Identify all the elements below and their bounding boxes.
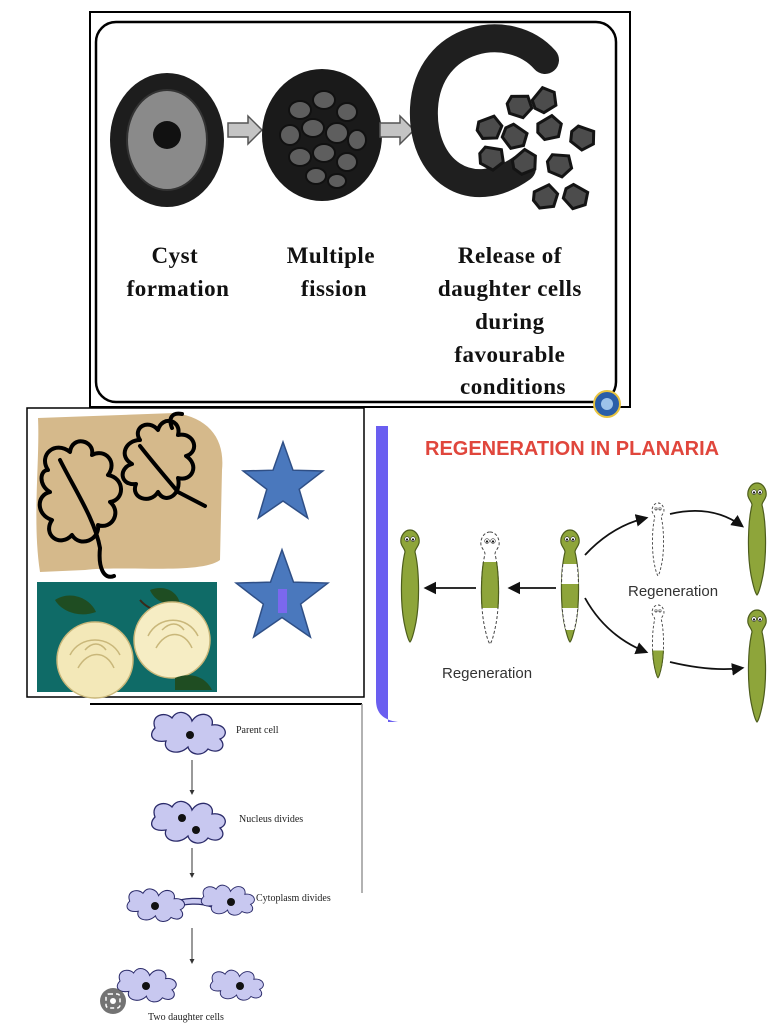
nucleus xyxy=(153,121,181,149)
planaria-head-fragment xyxy=(651,502,665,577)
publisher-logo-icon xyxy=(593,390,621,418)
planaria-regenerated xyxy=(747,482,767,596)
regeneration-label: Regeneration xyxy=(442,665,532,682)
ruptured-cyst-wall xyxy=(409,24,559,198)
process-arrow xyxy=(669,661,745,676)
stage-label-cyst-formation: Cyst formation xyxy=(127,243,230,301)
multiple-fission-illustration xyxy=(262,69,382,201)
release-illustration xyxy=(409,24,601,215)
encystment-panel: Cyst formation Multiple fission Release … xyxy=(89,11,631,418)
amoeba-cell xyxy=(150,800,226,844)
planaria-tail-fragment xyxy=(651,604,665,679)
process-arrow xyxy=(669,509,745,528)
rose-flower xyxy=(133,601,211,679)
clipart-panel xyxy=(26,407,365,699)
nuclei xyxy=(142,731,244,990)
cyst-illustration xyxy=(110,73,224,207)
planaria-panel: REGENERATION IN PLANARIA xyxy=(376,426,767,723)
planaria-cut xyxy=(560,529,580,643)
regeneration-label: Regeneration xyxy=(628,583,718,600)
planaria-middle-fragment xyxy=(480,531,500,645)
stage-arrow xyxy=(379,114,416,146)
panel-inner-frame xyxy=(94,20,618,404)
accent-bar xyxy=(376,426,398,722)
visual-search-icon[interactable] xyxy=(100,988,126,1014)
stage-label-multiple-fission: Multiple fission xyxy=(287,243,382,301)
amoeba-panel: Parent cell Nucleus divides Cytoplasm di… xyxy=(90,703,363,1023)
process-arrow xyxy=(584,514,649,556)
rose-flower xyxy=(56,621,134,699)
planaria-title: REGENERATION IN PLANARIA xyxy=(425,438,719,460)
amoeba-stage-label: Two daughter cells xyxy=(148,1012,224,1023)
amoeba-stage-label: Parent cell xyxy=(236,725,279,736)
planaria-regenerated xyxy=(747,609,767,723)
amoeba-stage-label: Nucleus divides xyxy=(239,814,303,825)
amoeba-stage-label: Cytoplasm divides xyxy=(256,893,331,904)
stage-arrow xyxy=(227,114,264,146)
planaria-whole xyxy=(400,529,420,643)
leaf-clipart xyxy=(37,411,207,579)
rose-photo xyxy=(37,582,217,699)
purple-marker xyxy=(278,589,287,613)
stage-label-release: Release of daughter cells during favoura… xyxy=(438,243,588,399)
process-arrow xyxy=(584,597,649,655)
tan-background-shape xyxy=(36,413,223,572)
